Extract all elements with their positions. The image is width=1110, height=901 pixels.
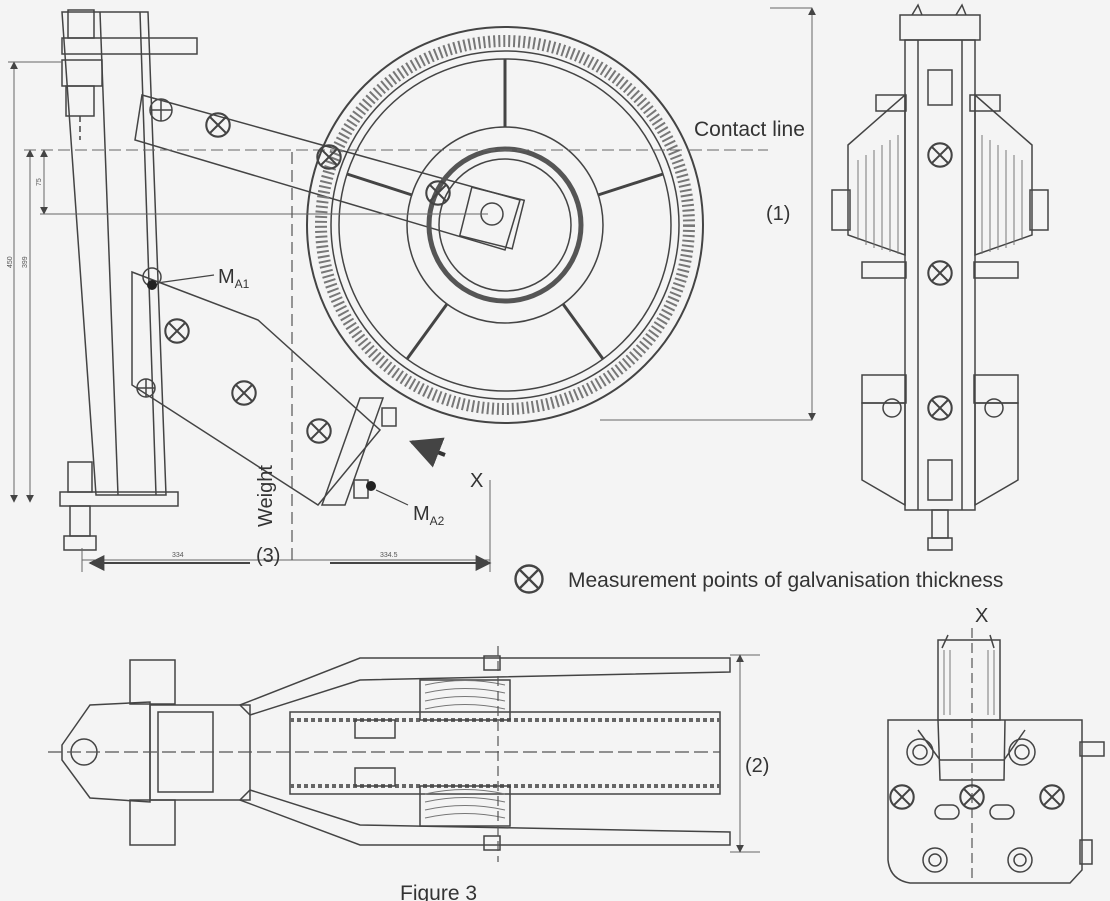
side-view [59, 9, 526, 551]
dim-bottom-left: 334 [172, 552, 184, 559]
measurement-point-icon [927, 260, 953, 286]
measurement-point-icon [927, 395, 953, 421]
front-view [831, 3, 1049, 551]
measurement-point-icon [306, 418, 332, 444]
measurement-point-icon [959, 784, 985, 810]
top-clamp [61, 37, 198, 55]
front-post [904, 39, 976, 511]
dim3-label: (3) [256, 545, 280, 567]
weight-bracket [320, 397, 385, 506]
dim-left-inner: 399 [22, 256, 29, 268]
dim-left-outer: 450 [7, 256, 14, 268]
dim-bottom-right: 334.5 [380, 552, 398, 559]
dim2-label: (2) [745, 755, 769, 777]
view-x-base [887, 719, 1083, 884]
wheel-rim [306, 26, 704, 424]
view-x [887, 634, 1105, 884]
dim1-label: (1) [766, 203, 790, 225]
ma2-point [366, 481, 376, 491]
measurement-point-icon [1039, 784, 1065, 810]
x-arrow-label: X [470, 470, 483, 492]
measurement-point-icon [231, 380, 257, 406]
ma1-label: MA1 [218, 266, 250, 291]
wheel-hub-outer [406, 126, 604, 324]
counter-weight-plate [131, 270, 382, 506]
measurement-point-icon [164, 318, 190, 344]
x-view-label: X [975, 605, 988, 627]
pivot-arm [134, 94, 521, 251]
front-weight-left [847, 93, 906, 257]
ma2-label: MA2 [413, 503, 445, 528]
legend-measurement-icon [514, 564, 544, 594]
plan-view [61, 655, 731, 851]
contact-line-label: Contact line [694, 118, 805, 141]
dim-offset: 75 [36, 178, 43, 186]
main-post [61, 11, 167, 496]
weight-label: Weight [255, 465, 277, 527]
wheel [306, 26, 704, 424]
wheel-spokes [346, 59, 664, 360]
measurement-point-icon [316, 144, 342, 170]
legend-text: Measurement points of galvanisation thic… [568, 569, 1003, 592]
wheel-teeth [315, 35, 695, 415]
base-plate [59, 491, 179, 507]
side-dimensions [8, 61, 690, 572]
ma1-point [147, 280, 157, 290]
measurement-point-icon [927, 142, 953, 168]
figure-caption: Figure 3 [400, 882, 477, 901]
measurement-point-icon [889, 784, 915, 810]
x-view-arrow [409, 437, 446, 468]
plan-pivot-end [61, 701, 151, 803]
